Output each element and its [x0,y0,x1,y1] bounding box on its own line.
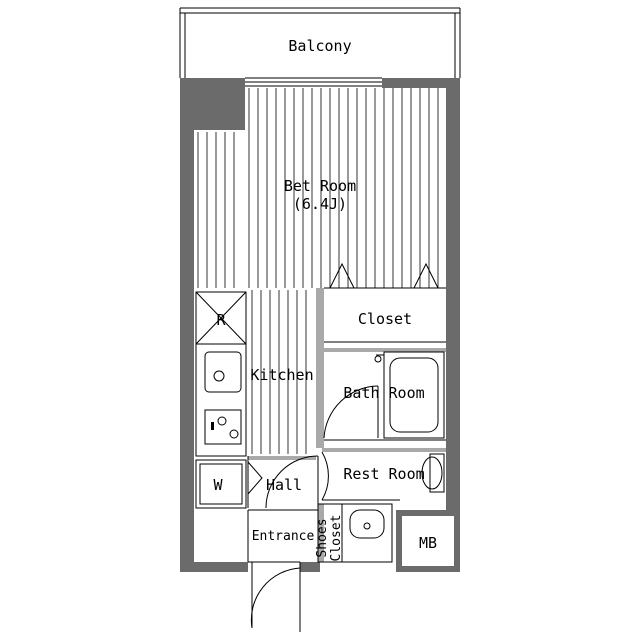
washbasin [341,503,393,563]
entrance [247,509,319,632]
kitchen-label: Kitchen [250,366,313,384]
bedroom-size-label: (6.4J) [293,195,347,213]
washer [195,459,247,509]
hall-label: Hall [266,476,302,494]
shoes-closet-label-1: Shoes [315,518,330,557]
kitchen-floor [251,290,307,454]
fridge-label: R [216,311,226,329]
bedroom-floor [197,88,439,288]
hall-door [247,455,319,509]
balcony [179,7,461,78]
bedroom-label: Bet Room [284,177,356,195]
closet-label: Closet [358,310,412,328]
restroom-label: Rest Room [343,465,424,483]
restroom [321,448,446,501]
shoes-closet-label-2: Closet [329,515,344,562]
mb-label: MB [419,534,437,552]
entrance-label: Entrance [252,529,315,544]
closet-area [316,262,446,440]
bathroom-label: Bath Room [343,384,424,402]
balcony-label: Balcony [288,37,351,55]
kitchen-counter [195,343,247,457]
exterior-walls [180,77,460,572]
washer-label: W [213,476,223,494]
bathroom [316,348,446,448]
